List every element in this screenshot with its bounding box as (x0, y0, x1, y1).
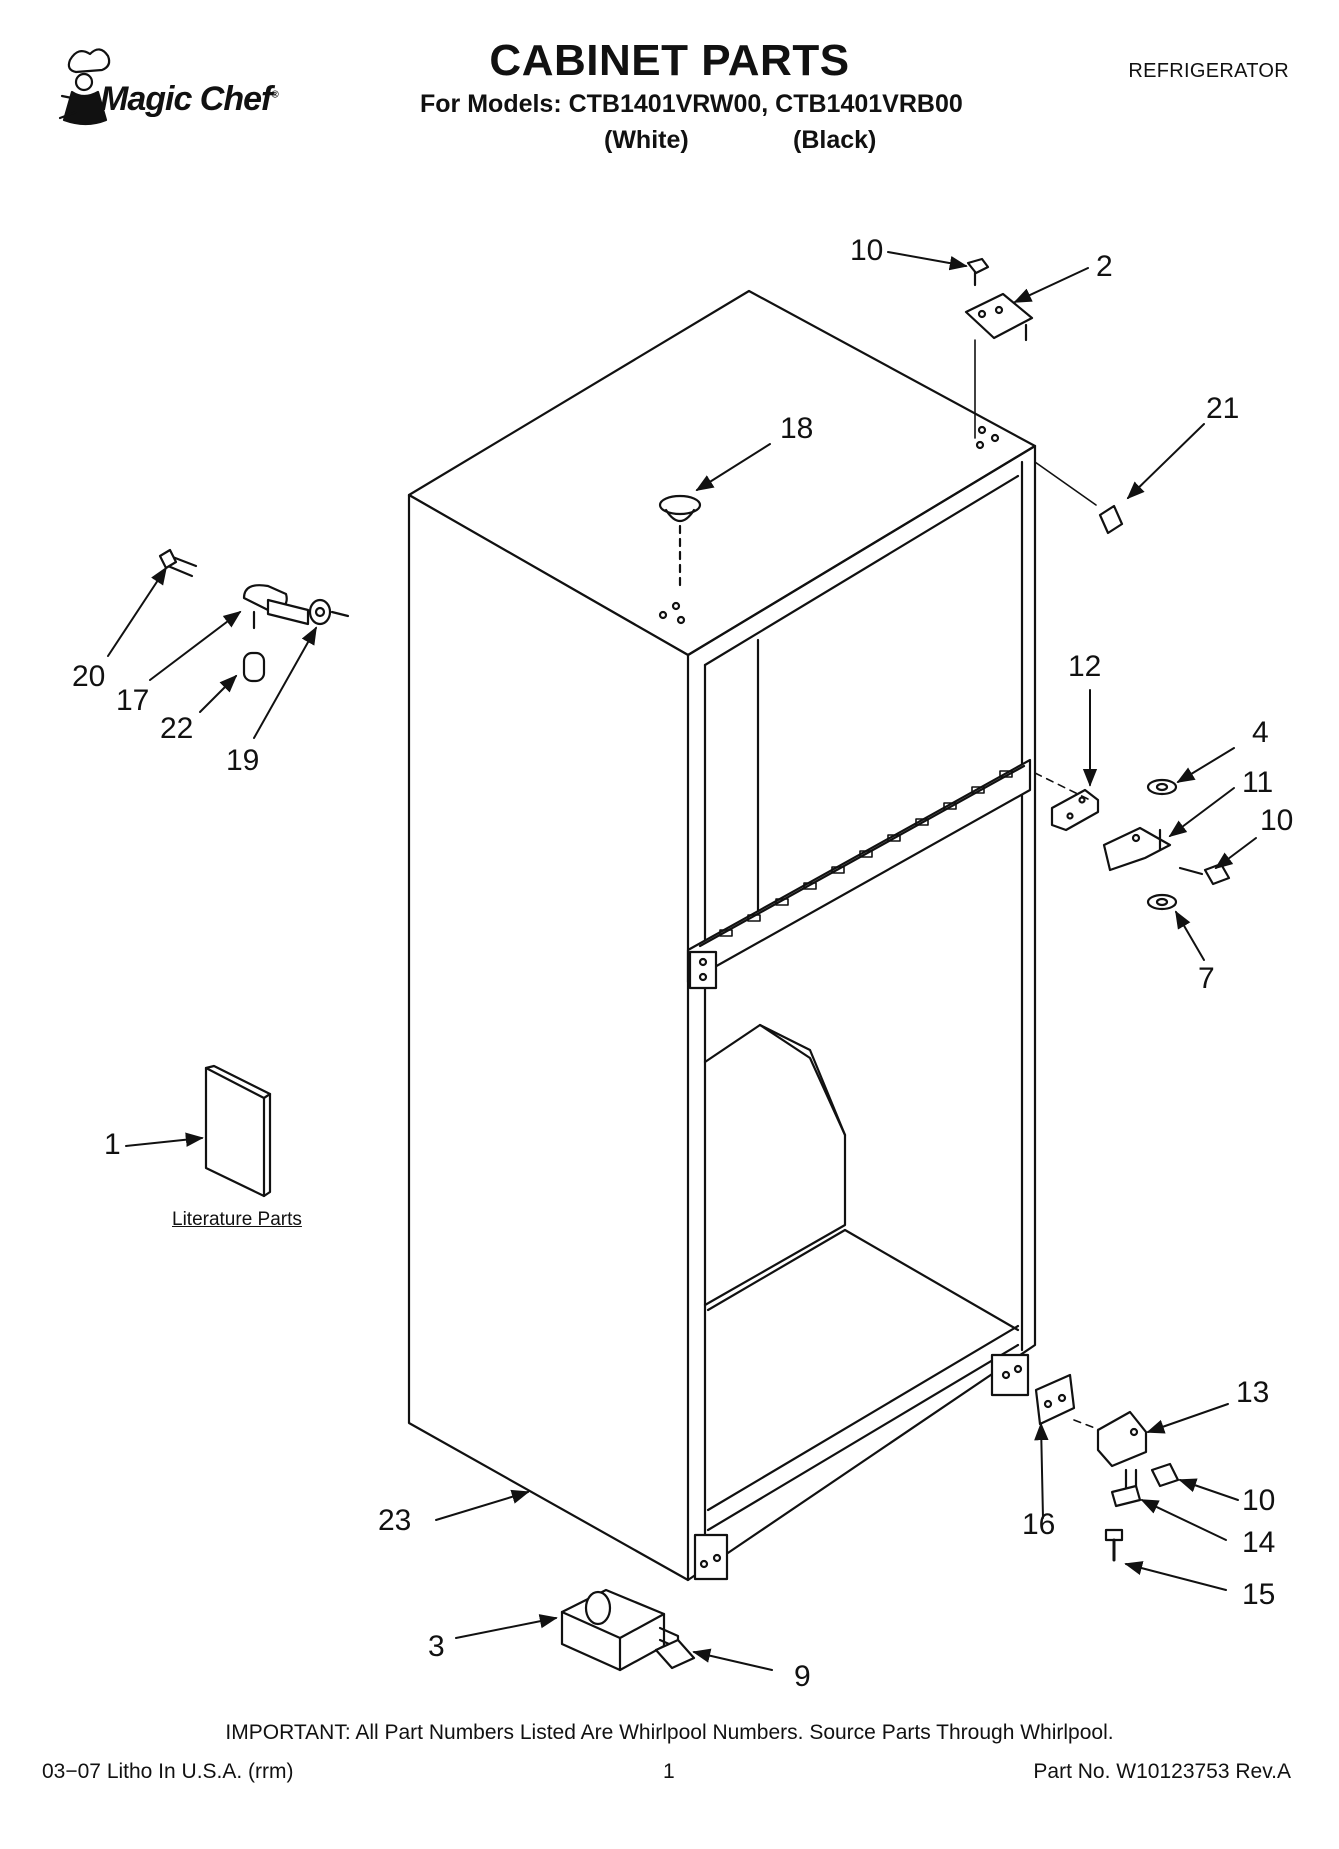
callout-9: 9 (794, 1660, 811, 1693)
chef-logo-icon (58, 48, 111, 126)
callout-3: 3 (428, 1630, 445, 1663)
appliance-type: REFRIGERATOR (1128, 60, 1289, 82)
callout-2: 2 (1096, 250, 1113, 283)
part-number: Part No. W10123753 Rev.A (1033, 1760, 1291, 1783)
page-title: CABINET PARTS (489, 36, 850, 85)
callout-15: 15 (1242, 1578, 1276, 1611)
literature-parts-link[interactable]: Literature Parts (172, 1209, 302, 1230)
callout-4: 4 (1252, 716, 1269, 749)
door-stop-assembly-icon (158, 548, 350, 683)
callout-18: 18 (780, 412, 814, 445)
cabinet-body (407, 289, 1037, 1582)
roller-assembly-icon (560, 1588, 696, 1672)
callout-10-bottom: 10 (1242, 1484, 1276, 1517)
callout-16: 16 (1022, 1508, 1056, 1541)
page-number: 1 (663, 1760, 675, 1783)
callout-20: 20 (72, 660, 106, 693)
literature-book-icon (204, 1064, 272, 1198)
callout-10-mid: 10 (1260, 804, 1294, 837)
callout-14: 14 (1242, 1526, 1276, 1559)
part-21-cap-icon (1034, 461, 1124, 535)
callout-12: 12 (1068, 650, 1102, 683)
callout-19: 19 (226, 744, 260, 777)
callout-7: 7 (1198, 962, 1215, 995)
part-18-plug-icon (658, 494, 702, 592)
callout-17: 17 (116, 684, 150, 717)
variant-black: (Black) (793, 126, 877, 154)
callout-13: 13 (1236, 1376, 1270, 1409)
center-hinge-icon (1034, 772, 1231, 911)
brand-name: Magic Chef (100, 80, 272, 118)
important-notice: IMPORTANT: All Part Numbers Listed Are W… (225, 1721, 1114, 1744)
callout-21: 21 (1206, 392, 1240, 425)
callout-10-top: 10 (850, 234, 884, 267)
litho-info: 03−07 Litho In U.S.A. (rrm) (42, 1760, 294, 1783)
variant-white: (White) (604, 126, 689, 154)
callout-23: 23 (378, 1504, 412, 1537)
top-hinge-icon (964, 257, 1034, 439)
callout-1: 1 (104, 1128, 121, 1161)
callout-22: 22 (160, 712, 194, 745)
bottom-hinge-icon (1034, 1373, 1180, 1562)
callout-11: 11 (1242, 766, 1274, 799)
brand-logo-text: Magic Chef® (100, 80, 279, 118)
models-line: For Models: CTB1401VRW00, CTB1401VRB00 (420, 90, 963, 118)
leader-arrows (107, 251, 1257, 1671)
